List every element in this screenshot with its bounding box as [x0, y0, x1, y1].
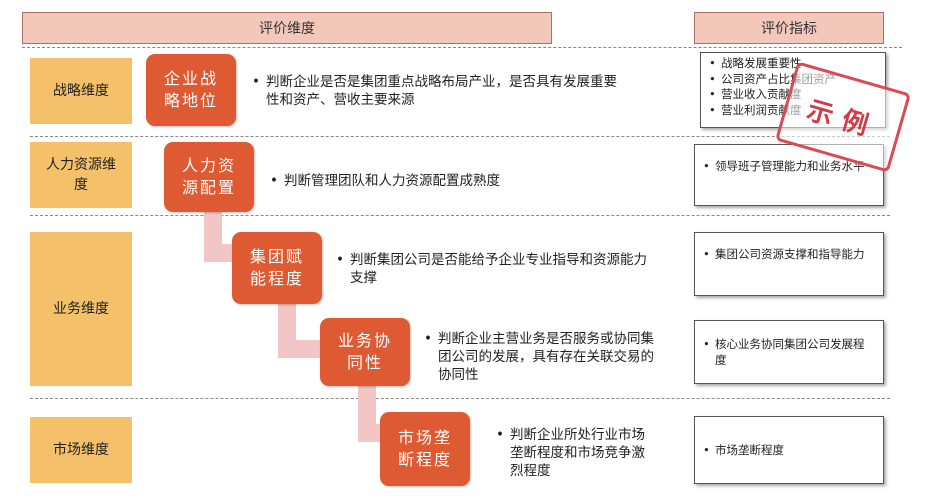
step-description: • 判断企业主营业务是否服务或协同集团公司的发展，具有存在关联交易的协同性: [424, 331, 654, 383]
dimension-hr: 人力资源维度: [30, 142, 132, 208]
step-label: 集团赋能程度: [249, 247, 304, 288]
row-separator: [30, 398, 890, 399]
bullet-icon: •: [336, 252, 344, 268]
step-description: • 判断集团公司是否能给予企业专业指导和资源能力支撑: [336, 252, 647, 286]
dimension-header: 评价维度: [22, 12, 552, 44]
indicator-box-synergy: 核心业务协同集团公司发展程度: [694, 320, 884, 384]
dimension-label: 业务维度: [53, 301, 109, 317]
dimension-market: 市场维度: [30, 417, 132, 483]
indicator-header: 评价指标: [694, 12, 884, 44]
staircase-connector: [278, 340, 320, 358]
step-business-synergy: 业务协同性: [320, 318, 410, 386]
bullet-icon: •: [252, 74, 260, 90]
indicator-item: 市场垄断程度: [703, 443, 875, 459]
dimension-label: 人力资源维度: [46, 157, 116, 193]
step-label: 市场垄断程度: [397, 428, 452, 469]
step-hr-allocation: 人力资源配置: [164, 142, 254, 212]
step-market-monopoly: 市场垄断程度: [380, 412, 470, 486]
step-description: • 判断企业是否是集团重点战略布局产业，是否具有发展重要性和资产、营收主要来源: [252, 74, 617, 108]
dimension-label: 市场维度: [53, 442, 109, 458]
bullet-icon: •: [424, 331, 432, 347]
dimension-header-label: 评价维度: [259, 21, 315, 37]
indicator-box-market: 市场垄断程度: [694, 416, 884, 484]
indicator-header-label: 评价指标: [761, 21, 817, 37]
dimension-strategy: 战略维度: [30, 58, 132, 124]
dimension-business: 业务维度: [30, 232, 132, 386]
step-label: 业务协同性: [338, 331, 393, 372]
step-label: 企业战略地位: [163, 69, 218, 110]
indicator-item: 集团公司资源支撑和指导能力: [703, 247, 875, 263]
row-separator: [30, 215, 890, 216]
bullet-icon: •: [496, 427, 504, 443]
step-description: • 判断管理团队和人力资源配置成熟度: [270, 173, 500, 189]
dimension-label: 战略维度: [53, 83, 109, 99]
indicator-item: 核心业务协同集团公司发展程度: [703, 337, 875, 368]
step-strategic-position: 企业战略地位: [146, 54, 236, 126]
indicator-item: 营业收入贡献度: [709, 87, 877, 103]
stamp-label: 示例: [803, 95, 882, 144]
indicator-box-empowerment: 集团公司资源支撑和指导能力: [694, 232, 884, 296]
step-description: • 判断企业所处行业市场垄断程度和市场竞争激烈程度: [496, 427, 645, 479]
step-label: 人力资源配置: [181, 156, 236, 197]
indicator-item: 战略发展重要性: [709, 56, 877, 72]
row-separator: [22, 47, 902, 48]
staircase-connector: [358, 424, 380, 442]
staircase-connector: [204, 244, 234, 262]
indicator-item: 领导班子管理能力和业务水平: [703, 159, 875, 175]
bullet-icon: •: [270, 173, 278, 189]
step-group-empowerment: 集团赋能程度: [232, 232, 322, 304]
row-separator: [30, 136, 890, 137]
indicator-item: 营业利润贡献度: [709, 103, 877, 119]
